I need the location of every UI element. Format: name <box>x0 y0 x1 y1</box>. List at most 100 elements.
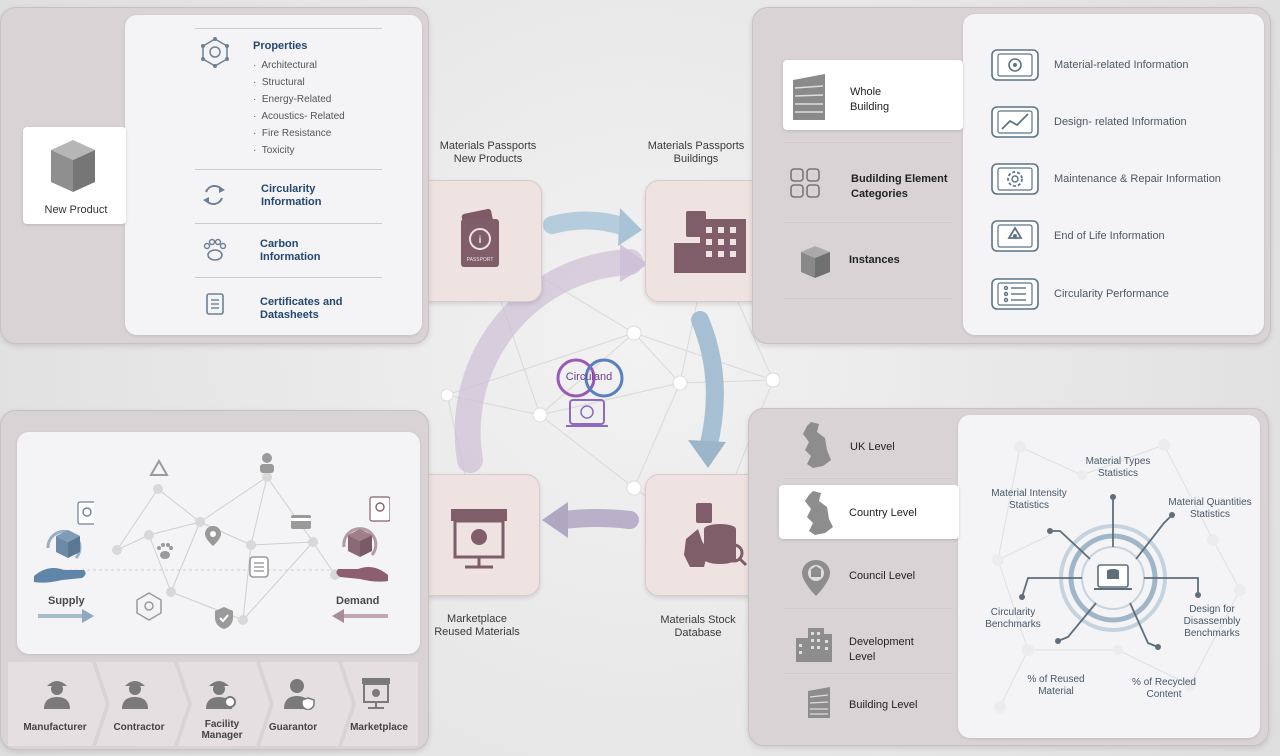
hub-label-marketplace: Marketplace Reused Materials <box>434 613 520 638</box>
role-manufacturer: Manufacturer <box>23 722 87 733</box>
passport-icon: i <box>461 208 499 267</box>
property-item: · Toxicity <box>253 145 295 156</box>
list-tablet-icon <box>991 278 1039 310</box>
demand-arrow-icon <box>332 609 388 623</box>
info-row-circularity[interactable]: Circularity Performance <box>990 277 1250 311</box>
info-row-maintenance[interactable]: Maintenance & Repair Information <box>990 162 1250 196</box>
uk-map-icon <box>803 422 831 468</box>
divider <box>783 222 953 223</box>
info-row-design[interactable]: Design- related Information <box>990 105 1250 139</box>
circular-arrows-icon <box>203 185 225 205</box>
info-label: Design- related Information <box>1054 116 1187 128</box>
property-item: · Acoustics- Related <box>253 111 345 122</box>
element-categories-label: Budilding Element Categories <box>851 173 948 200</box>
divider <box>195 28 382 29</box>
role-facility-manager: Facility Manager <box>201 719 243 741</box>
hub-passports-new[interactable]: i PASSPORT <box>416 180 542 302</box>
role-contractor: Contractor <box>113 722 165 733</box>
level-building[interactable]: Building Level <box>849 699 918 711</box>
level-development[interactable]: Development Level <box>849 636 914 663</box>
shield-icon <box>215 607 233 629</box>
demand-hand-icon <box>336 496 390 582</box>
property-label: Acoustics- Related <box>261 111 345 122</box>
hub-marketplace[interactable] <box>414 474 540 596</box>
certificates-label: Certificates and Datasheets <box>260 296 343 321</box>
property-label: Fire Resistance <box>261 128 332 139</box>
contractor-icon <box>122 681 148 709</box>
level-council[interactable]: Council Level <box>849 570 916 582</box>
supply-hand-icon <box>34 501 94 583</box>
role-guarantor: Guarantor <box>268 722 318 733</box>
recycle-tablet-icon <box>991 220 1039 252</box>
network-hex-icon <box>201 37 229 68</box>
property-label: Toxicity <box>261 145 295 156</box>
hub-passports-buildings[interactable] <box>645 180 771 302</box>
cube-icon <box>51 140 95 192</box>
country-map-icon <box>805 491 833 535</box>
facility-manager-icon <box>206 681 236 709</box>
divider <box>783 608 953 609</box>
info-row-material[interactable]: Material-related Information <box>990 48 1250 82</box>
hub-label-stock-database: Materials Stock Database <box>660 614 736 639</box>
carbon-info-label: Carbon Information <box>260 238 321 263</box>
statistics-hub <box>992 439 1246 713</box>
buildings-icon <box>674 211 746 273</box>
stat-circularity-benchmarks: Circularity Benchmarks <box>985 607 1041 630</box>
info-row-end-of-life[interactable]: End of Life Information <box>990 219 1250 253</box>
settings-tablet-icon <box>991 163 1039 195</box>
paw-icon <box>157 543 173 559</box>
divider <box>783 298 953 299</box>
divider <box>195 223 382 224</box>
property-label: Architectural <box>261 60 317 71</box>
whole-building-label: Whole Building <box>850 86 890 113</box>
supply-label: Supply <box>48 595 85 607</box>
property-item: · Structural <box>253 77 305 88</box>
info-label: Maintenance & Repair Information <box>1054 173 1221 185</box>
building-level-icon <box>808 687 830 718</box>
property-label: Energy-Related <box>261 94 332 105</box>
stat-material-quantities: Material Quantities Statistics <box>1168 497 1252 520</box>
development-buildings-icon <box>796 628 832 662</box>
instance-cube-icon <box>801 246 830 278</box>
doc-icon <box>249 556 269 578</box>
circuland-logo: Circuland <box>546 352 632 432</box>
market-stall-icon <box>451 509 507 569</box>
level-uk[interactable]: UK Level <box>850 441 895 453</box>
worker-icon <box>260 453 274 473</box>
property-label: Structural <box>261 77 305 88</box>
supply-arrow-icon <box>38 609 94 623</box>
card-icon <box>291 515 311 529</box>
panel-new-product-inner <box>125 15 422 335</box>
database-map-icon <box>684 503 748 567</box>
location-pin-icon <box>205 526 221 546</box>
divider <box>783 142 953 143</box>
guarantor-icon <box>284 679 315 710</box>
divider <box>783 673 953 674</box>
stat-reused-material: % of Reused Material <box>1027 674 1085 697</box>
divider <box>195 277 382 278</box>
stat-material-intensity: Material Intensity Statistics <box>991 488 1067 511</box>
circularity-info-label: Circularity Information <box>261 183 322 208</box>
hub-label-passports-buildings: Materials Passports Buildings <box>647 140 745 165</box>
hex-node-icon <box>136 592 162 621</box>
hub-label-passports-new: Materials Passports New Products <box>439 140 537 165</box>
property-item: · Energy-Related <box>253 94 332 105</box>
demand-label: Demand <box>336 595 380 607</box>
instances-label: Instances <box>849 254 900 266</box>
properties-title: Properties <box>253 40 308 52</box>
document-icon <box>206 293 224 315</box>
chart-tablet-icon <box>991 106 1039 138</box>
svg-text:i: i <box>479 235 482 246</box>
stat-material-types: Material Types Statistics <box>1085 456 1151 479</box>
gear-tablet-icon <box>991 49 1039 81</box>
divider <box>783 478 953 479</box>
stat-recycled-content: % of Recycled Content <box>1132 677 1196 700</box>
circuland-logo-text: Circuland <box>565 371 613 383</box>
divider <box>195 169 382 170</box>
country-level-card[interactable] <box>779 485 959 539</box>
info-label: Material-related Information <box>1054 59 1189 71</box>
recycle-icon <box>149 459 169 476</box>
circuland-logo-icon <box>556 358 624 427</box>
paw-print-icon <box>203 238 227 261</box>
council-pin-icon <box>802 560 830 596</box>
